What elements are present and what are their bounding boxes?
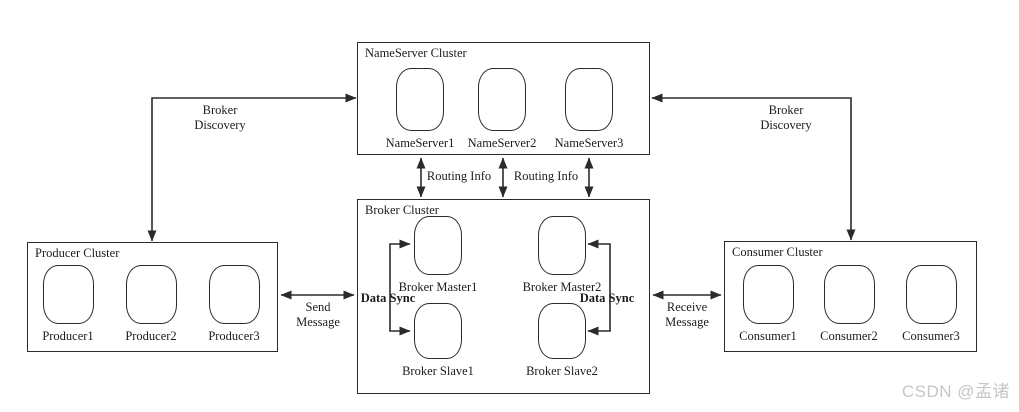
consumer1-shape-icon — [742, 265, 794, 324]
broker-cluster-box: Broker Cluster Broker Master1 Broker Mas… — [357, 199, 650, 394]
broker-discovery-right-label: Broker Discovery — [760, 103, 812, 132]
producer1-node: Producer1 — [13, 265, 123, 344]
consumer2-label: Consumer2 — [820, 329, 878, 343]
broker-slave2-label: Broker Slave2 — [526, 364, 598, 378]
producer2-label: Producer2 — [125, 329, 177, 343]
broker-slave1-label: Broker Slave1 — [402, 364, 474, 378]
connector-data-sync-right — [587, 239, 611, 336]
broker-slave1-shape-icon — [414, 303, 462, 359]
nameserver-cluster-title: NameServer Cluster — [365, 46, 467, 60]
routing-info-right-label: Routing Info — [513, 169, 579, 183]
broker-master2-shape-icon — [538, 216, 586, 275]
broker-master1-shape-icon — [414, 216, 462, 275]
nameserver2-label: NameServer2 — [467, 136, 537, 150]
watermark: CSDN @孟诸 — [901, 382, 1010, 401]
consumer-cluster-box: Consumer Cluster Consumer1 Consumer2 Con… — [724, 241, 977, 352]
receive-message-label: Receive Message — [665, 300, 709, 329]
broker-slave2-node: Broker Slave2 — [507, 303, 617, 379]
nameserver2-shape-icon — [478, 68, 526, 131]
consumer3-label: Consumer3 — [902, 329, 960, 343]
consumer1-node: Consumer1 — [713, 265, 823, 344]
producer2-shape-icon — [125, 265, 177, 324]
consumer1-label: Consumer1 — [739, 329, 797, 343]
producer1-shape-icon — [42, 265, 94, 324]
nameserver3-node: NameServer3 — [534, 68, 644, 151]
producer3-label: Producer3 — [208, 329, 260, 343]
routing-info-left-label: Routing Info — [426, 169, 492, 183]
connector-data-sync-left — [389, 239, 411, 336]
consumer3-shape-icon — [905, 265, 957, 324]
broker-master1-node: Broker Master1 — [383, 216, 493, 295]
nameserver-cluster-box: NameServer Cluster NameServer1 NameServe… — [357, 42, 650, 155]
producer1-label: Producer1 — [42, 329, 94, 343]
broker-master2-node: Broker Master2 — [507, 216, 617, 295]
consumer3-node: Consumer3 — [876, 265, 986, 344]
connector-broker-discovery-right — [651, 93, 856, 241]
nameserver3-label: NameServer3 — [554, 136, 624, 150]
producer2-node: Producer2 — [96, 265, 206, 344]
connector-broker-discovery-left — [147, 93, 357, 242]
data-sync-left-label: Data Sync — [360, 291, 416, 305]
producer-cluster-box: Producer Cluster Producer1 Producer2 Pro… — [27, 242, 278, 352]
consumer2-node: Consumer2 — [794, 265, 904, 344]
broker-master1-label: Broker Master1 — [398, 280, 478, 294]
nameserver3-shape-icon — [565, 68, 613, 131]
producer3-shape-icon — [208, 265, 260, 324]
nameserver1-node: NameServer1 — [365, 68, 475, 151]
nameserver2-node: NameServer2 — [447, 68, 557, 151]
broker-master2-label: Broker Master2 — [522, 280, 602, 294]
nameserver1-label: NameServer1 — [385, 136, 455, 150]
consumer-cluster-title: Consumer Cluster — [732, 245, 823, 259]
broker-discovery-left-label: Broker Discovery — [194, 103, 246, 132]
broker-cluster-title: Broker Cluster — [365, 203, 439, 217]
broker-slave2-shape-icon — [538, 303, 586, 359]
data-sync-right-label: Data Sync — [579, 291, 635, 305]
broker-slave1-node: Broker Slave1 — [383, 303, 493, 379]
nameserver1-shape-icon — [396, 68, 444, 131]
send-message-label: Send Message — [296, 300, 340, 329]
producer3-node: Producer3 — [179, 265, 289, 344]
consumer2-shape-icon — [823, 265, 875, 324]
producer-cluster-title: Producer Cluster — [35, 246, 120, 260]
